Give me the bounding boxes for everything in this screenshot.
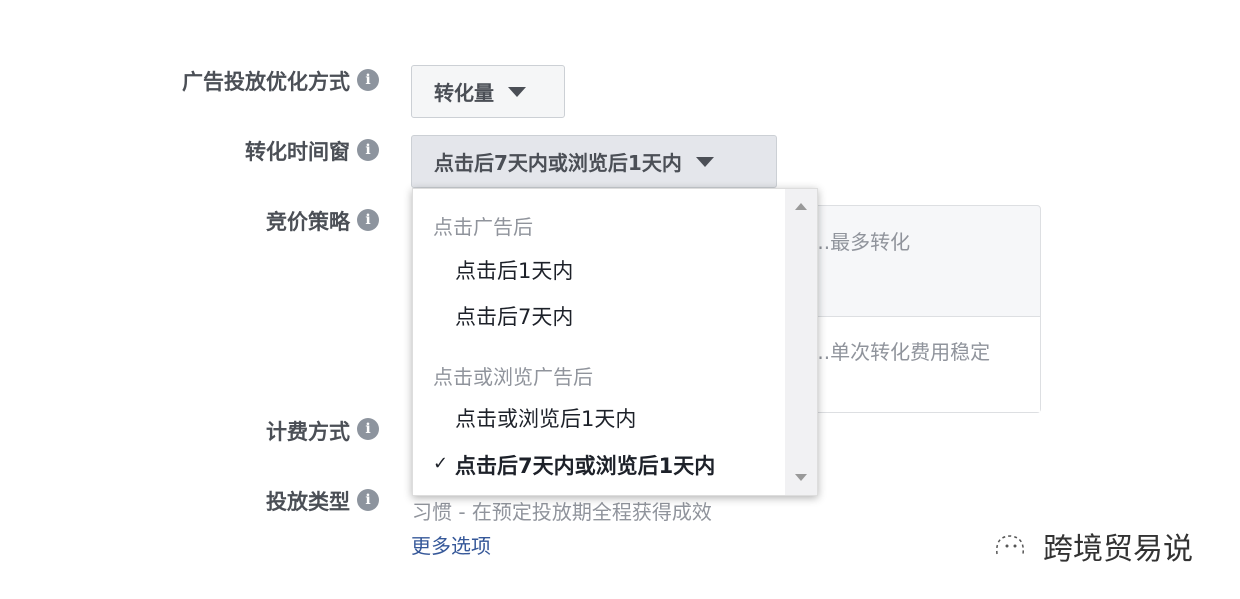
optimization-dropdown[interactable]: 转化量 [411,65,565,118]
caret-down-icon [508,86,526,97]
info-icon[interactable]: i [357,209,379,231]
conversion-window-menu: 点击广告后 点击后1天内 点击后7天内 点击或浏览广告后 点击或浏览后1天内 ✓… [412,188,818,496]
label-delivery-type: 投放类型 [266,490,350,514]
label-optimization: 广告投放优化方式 [182,70,350,94]
caret-down-icon [695,156,714,167]
conversion-window-value: 点击后7天内或浏览后1天内 [434,151,682,175]
label-bid-strategy: 竞价策略 [266,210,350,234]
optimization-value: 转化量 [434,81,494,105]
info-icon[interactable]: i [357,69,379,91]
divider [781,316,1040,412]
menu-item[interactable]: 点击后1天内 [455,259,574,283]
label-conversion-window: 转化时间窗 [245,140,350,164]
more-options-link[interactable]: 更多选项 [411,534,491,558]
check-icon: ✓ [433,453,449,474]
label-billing: 计费方式 [266,420,350,444]
bid-option-1[interactable]: ...最多转化 [811,230,911,254]
bid-strategy-options: ...最多转化 ...单次转化费用稳定 [780,205,1041,413]
watermark: 跨境贸易说 [985,524,1193,568]
group-header: 点击或浏览广告后 [433,365,593,389]
bid-option-2[interactable]: ...单次转化费用稳定 [811,340,991,364]
scroll-up-icon[interactable] [795,203,807,210]
wechat-logo-icon [996,535,1024,555]
watermark-text: 跨境贸易说 [1043,532,1193,567]
scrollbar[interactable] [785,189,817,495]
menu-item[interactable]: 点击后7天内 [455,305,574,329]
info-icon[interactable]: i [357,139,379,161]
menu-item-selected[interactable]: 点击后7天内或浏览后1天内 [455,454,716,478]
group-header: 点击广告后 [433,215,533,239]
menu-item[interactable]: 点击或浏览后1天内 [455,407,637,431]
info-icon[interactable]: i [357,489,379,511]
scroll-down-icon[interactable] [795,474,807,481]
delivery-type-text: 习惯 - 在预定投放期全程获得成效 [412,500,712,524]
info-icon[interactable]: i [357,418,379,440]
conversion-window-dropdown[interactable]: 点击后7天内或浏览后1天内 [411,135,777,188]
